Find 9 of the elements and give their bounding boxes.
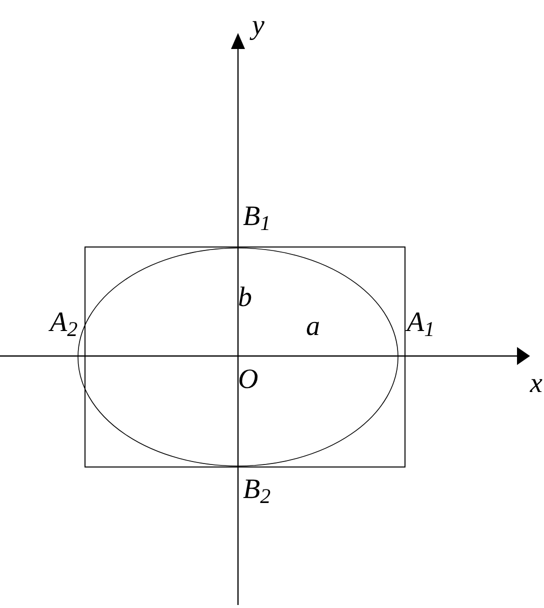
axis-label: y: [252, 12, 264, 40]
axis-label: O: [238, 366, 258, 394]
axis-label: A$_{1}$: [407, 309, 435, 337]
axis-label: a: [306, 313, 320, 341]
axis-label: b: [238, 284, 252, 312]
axis-label: B$_{2}$: [243, 476, 271, 504]
axis-label: x: [530, 370, 542, 398]
axis-label: B$_{1}$: [243, 203, 271, 231]
axis-label: A$_{2}$: [50, 309, 78, 337]
